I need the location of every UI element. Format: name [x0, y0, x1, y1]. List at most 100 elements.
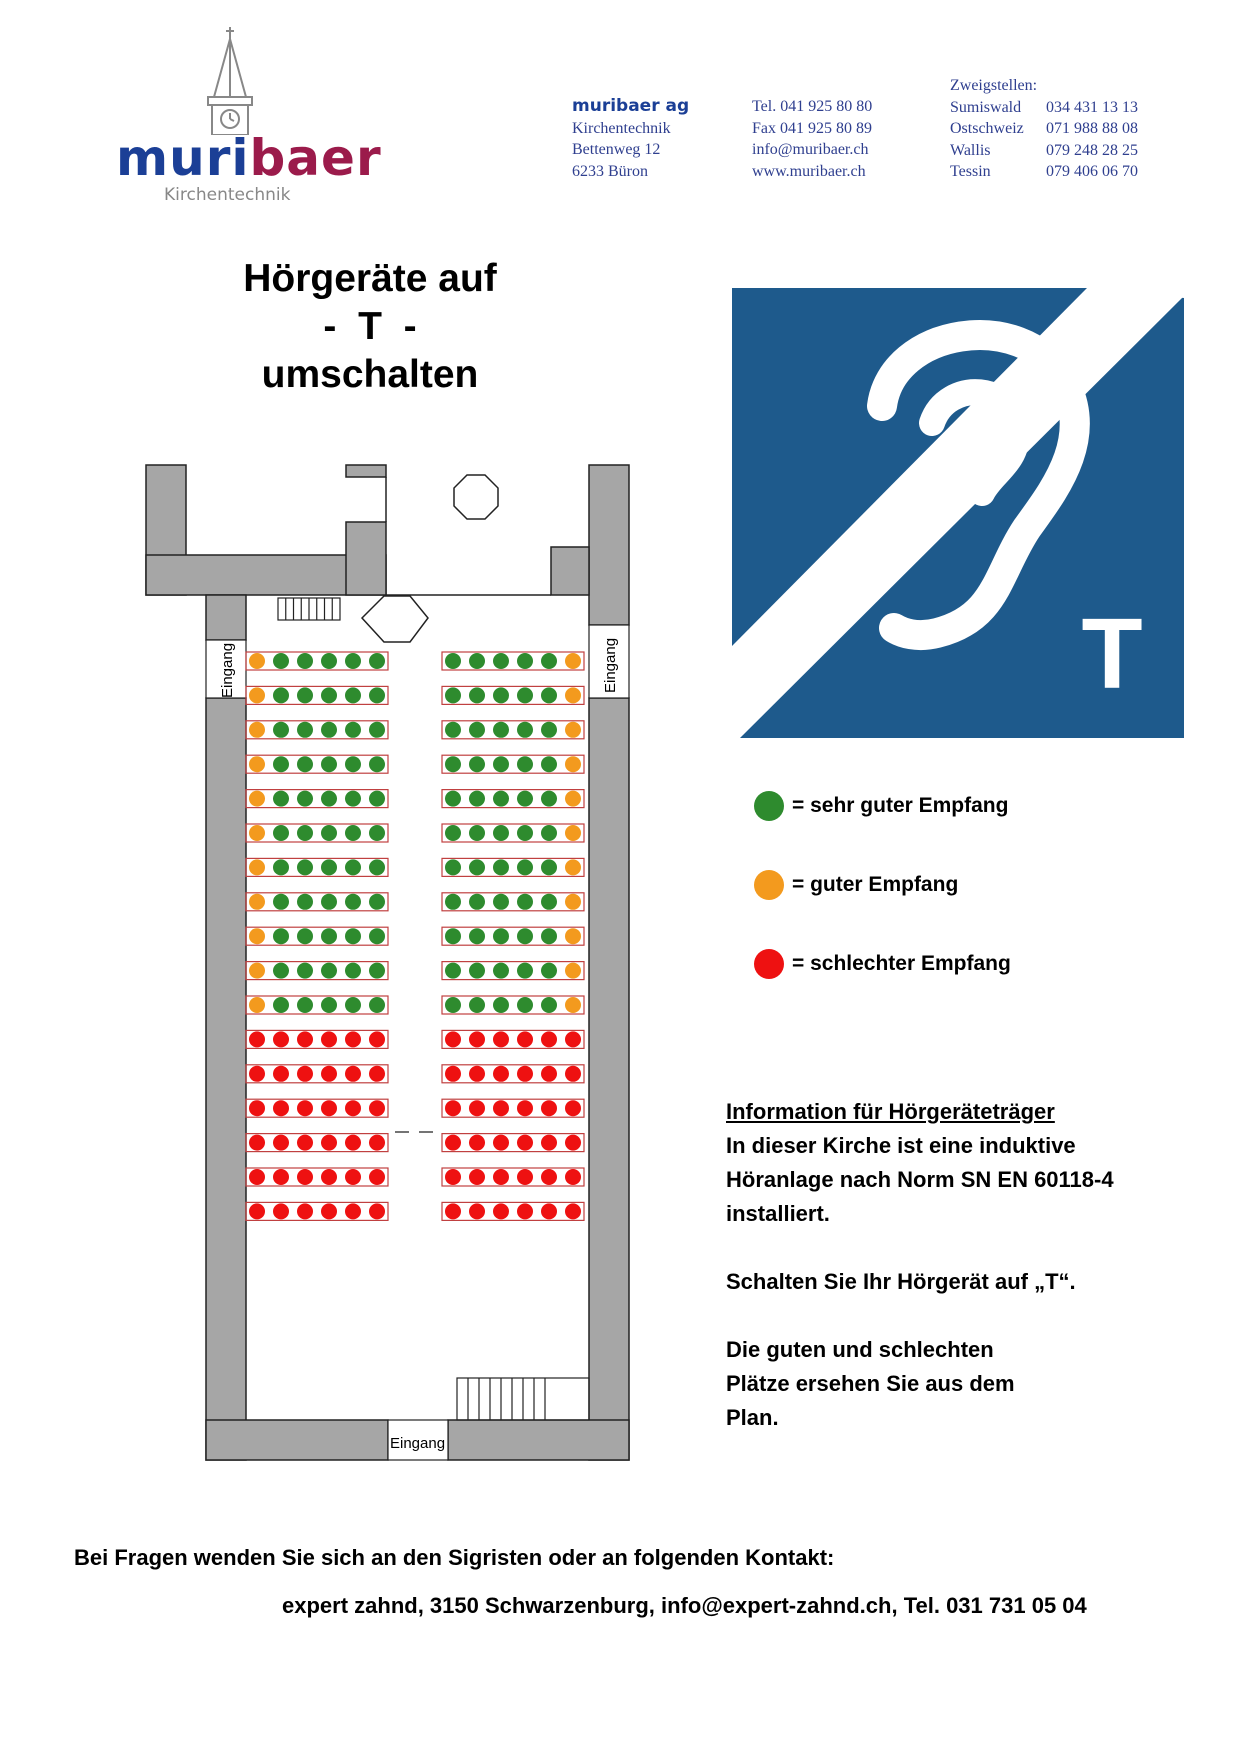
seat-right	[445, 1065, 461, 1082]
seat-right	[517, 1031, 533, 1048]
seat-right	[469, 928, 485, 945]
seat-left	[273, 687, 289, 704]
seat-right	[541, 1169, 557, 1185]
seat-left	[249, 1031, 265, 1048]
seat-left	[249, 790, 265, 807]
seat-right	[565, 1031, 581, 1048]
seat-left	[249, 962, 265, 979]
seat-left	[321, 721, 337, 738]
title-line2: - T -	[323, 305, 417, 348]
seat-left	[345, 756, 361, 773]
seat-right	[517, 825, 533, 841]
seat-right	[541, 859, 557, 876]
walls	[145, 464, 630, 1461]
legend-item-good: = guter Empfang	[754, 870, 958, 900]
seat-left	[369, 825, 385, 841]
pew	[441, 685, 585, 705]
seat-left	[321, 756, 337, 773]
seat-left	[369, 1031, 385, 1048]
pew-row	[441, 892, 585, 912]
pew	[441, 1098, 585, 1118]
seat-left	[321, 928, 337, 945]
pew	[441, 789, 585, 809]
seat-right	[565, 653, 581, 669]
seat-right	[517, 1169, 533, 1185]
pew-row	[441, 685, 585, 705]
company-logo: muribaer Kirchentechnik	[110, 25, 381, 210]
seat-right	[565, 1169, 581, 1185]
seat-right	[469, 1065, 485, 1082]
contact-web[interactable]: www.muribaer.ch	[752, 162, 866, 180]
seat-left	[297, 997, 313, 1013]
seat-left	[321, 997, 337, 1013]
seat-left	[345, 1031, 361, 1048]
seat-left	[369, 721, 385, 738]
seat-left	[249, 825, 265, 841]
seat-right	[445, 1100, 461, 1117]
info-heading: Information für Hörgeräteträger	[726, 1099, 1055, 1124]
seat-left	[273, 1100, 289, 1117]
seat-right	[517, 1203, 533, 1220]
seat-left	[345, 928, 361, 945]
seat-left	[321, 825, 337, 841]
seat-right	[541, 825, 557, 841]
seat-right	[469, 721, 485, 738]
seat-left	[249, 756, 265, 773]
seat-left	[249, 893, 265, 910]
pew-row	[441, 720, 585, 740]
seat-left	[345, 790, 361, 807]
entrance-label-right: Eingang	[602, 638, 619, 693]
pew-row	[245, 995, 389, 1015]
seat-right	[541, 962, 557, 979]
seat-left	[369, 1100, 385, 1117]
seat-right	[517, 1065, 533, 1082]
seat-left	[297, 1065, 313, 1082]
seat-left	[273, 997, 289, 1013]
pew	[441, 1167, 585, 1187]
seat-left	[321, 1169, 337, 1185]
seat-right	[517, 1100, 533, 1117]
pew-row	[245, 1201, 389, 1222]
seat-right	[493, 1169, 509, 1185]
symbol-letter: T	[1081, 598, 1142, 710]
pew	[245, 892, 389, 912]
seat-left	[273, 1203, 289, 1220]
seat-right	[493, 962, 509, 979]
seat-left	[297, 756, 313, 773]
pew	[245, 1029, 389, 1050]
pew-row	[441, 1064, 585, 1084]
pew-row	[441, 857, 585, 877]
seat-right	[445, 1031, 461, 1048]
logo-word-part1: muri	[116, 129, 250, 187]
branches-label: Zweigstellen:	[950, 77, 1038, 94]
seat-left	[345, 1134, 361, 1151]
seat-right	[517, 962, 533, 979]
pew	[245, 754, 389, 774]
pew	[245, 1098, 389, 1118]
seat-right	[565, 962, 581, 979]
seat-left	[297, 653, 313, 669]
seat-right	[541, 1031, 557, 1048]
seat-left	[345, 1203, 361, 1220]
pew	[441, 1029, 585, 1050]
logo-wordmark: muribaer	[116, 133, 382, 183]
seat-left	[273, 1134, 289, 1151]
pew	[245, 1132, 389, 1153]
pew	[441, 1132, 585, 1153]
seat-right	[517, 653, 533, 669]
seat-left	[369, 859, 385, 876]
contact-email[interactable]: info@muribaer.ch	[752, 141, 869, 158]
seat-left	[297, 721, 313, 738]
contact-fax: Fax 041 925 80 89	[752, 119, 872, 137]
seat-right	[493, 928, 509, 945]
seat-right	[493, 687, 509, 704]
legend-dot-orange	[754, 870, 784, 900]
seat-left	[345, 721, 361, 738]
seat-right	[541, 893, 557, 910]
seat-right	[565, 1134, 581, 1151]
legend-label: = schlechter Empfang	[792, 952, 1011, 975]
seat-left	[369, 1203, 385, 1220]
